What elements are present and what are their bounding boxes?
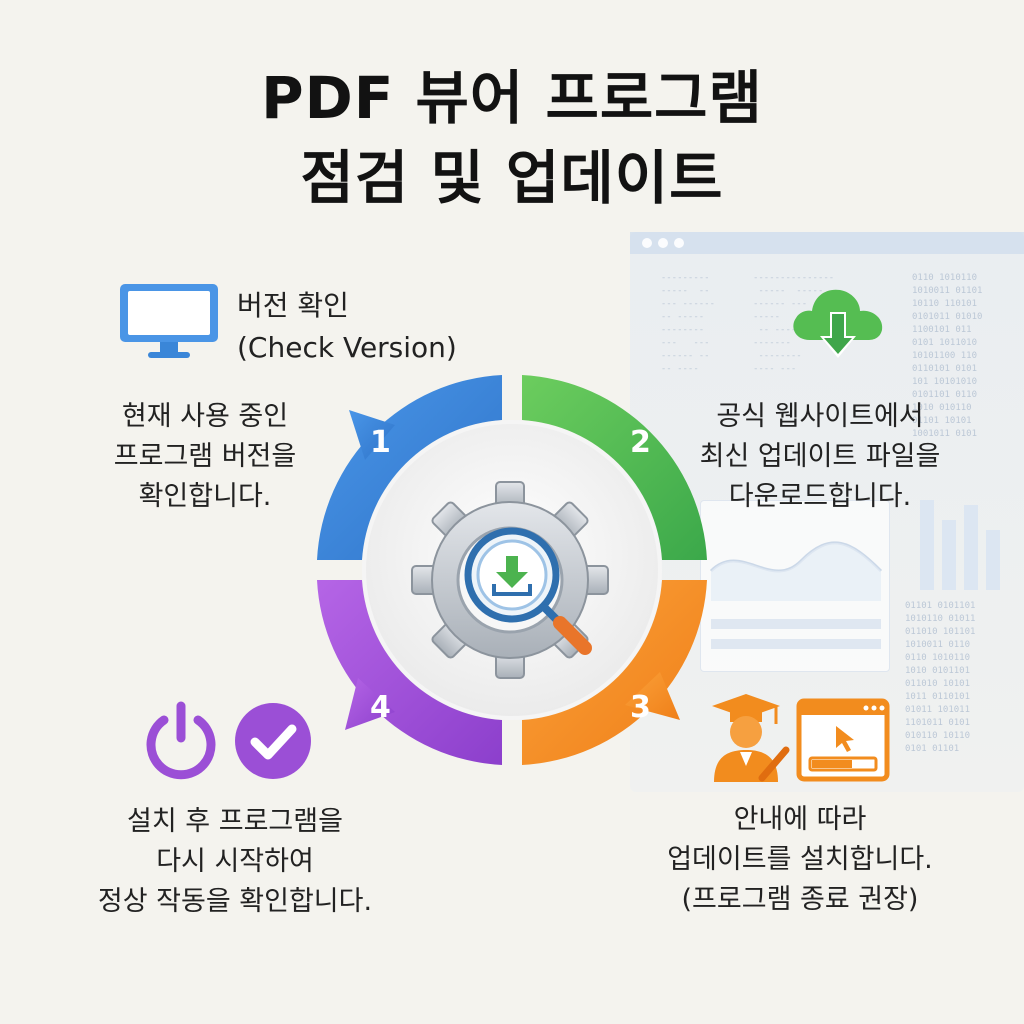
window-dot-icon [674, 238, 684, 248]
step-1-number: 1 [370, 425, 391, 460]
step-4-segment [317, 580, 502, 765]
monitor-icon [120, 284, 218, 358]
step-1-heading-line-1: 버전 확인 [237, 289, 349, 322]
step-1-desc-line-2: 프로그램 버전을 [113, 441, 297, 472]
step-2-desc-line-1: 공식 웹사이트에서 [716, 401, 924, 432]
step-3-description: 안내에 따라 업데이트를 설치합니다. (프로그램 종료 권장) [610, 800, 990, 920]
power-icon [146, 701, 216, 780]
step-1-description: 현재 사용 중인 프로그램 버전을 확인합니다. [60, 397, 350, 517]
check-icon [235, 703, 311, 779]
step-2-segment [522, 375, 707, 560]
step-1-desc-line-3: 확인합니다. [138, 481, 272, 512]
step-3-segment [522, 580, 707, 765]
step-1-desc-line-1: 현재 사용 중인 [121, 401, 289, 432]
title-line-1: PDF 뷰어 프로그램 [261, 64, 763, 132]
step-2-desc-line-2: 최신 업데이트 파일을 [699, 441, 941, 472]
step-3-number: 3 [630, 690, 651, 725]
step-4-desc-line-2: 다시 시작하여 [156, 846, 314, 877]
installer-window-icon [796, 698, 890, 782]
page-title: PDF 뷰어 프로그램 점검 및 업데이트 [0, 58, 1024, 218]
graduate-user-icon [712, 694, 790, 782]
background-chart-card [700, 500, 890, 672]
step-4-arrow [345, 678, 395, 730]
background-bar [942, 520, 956, 590]
step-2-desc-line-3: 다운로드합니다. [728, 481, 912, 512]
step-2-description: 공식 웹사이트에서 최신 업데이트 파일을 다운로드합니다. [660, 397, 980, 517]
step-3-arrow [625, 672, 680, 720]
step-4-desc-line-3: 정상 작동을 확인합니다. [97, 886, 373, 917]
step-1-segment [317, 375, 502, 560]
step-1-heading: 버전 확인 (Check Version) [237, 285, 457, 369]
step-4-desc-line-1: 설치 후 프로그램을 [127, 806, 343, 837]
step-4-number: 4 [370, 690, 391, 725]
step-2-number: 2 [630, 425, 651, 460]
background-window-titlebar [630, 232, 1024, 254]
step-3-desc-line-1: 안내에 따라 [733, 804, 867, 835]
background-bar [964, 505, 978, 590]
background-code: 0110 1010110 1010011 01101 10110 110101 … [912, 273, 983, 439]
step-1-arrow [349, 410, 395, 460]
step-3-desc-line-3: (프로그램 종료 권장) [681, 884, 919, 915]
step-4-description: 설치 후 프로그램을 다시 시작하여 정상 작동을 확인합니다. [60, 802, 410, 922]
cloud-download-icon [793, 289, 883, 358]
download-icon [492, 556, 532, 596]
background-bar [920, 500, 934, 590]
step-3-desc-line-2: 업데이트를 설치합니다. [667, 844, 933, 875]
window-dot-icon [642, 238, 652, 248]
step-1-heading-line-2: (Check Version) [237, 331, 457, 364]
background-bar [986, 530, 1000, 590]
title-line-2: 점검 및 업데이트 [300, 144, 724, 212]
background-code: 01101 0101101 1010110 01011 011010 10110… [905, 601, 976, 754]
window-dot-icon [658, 238, 668, 248]
